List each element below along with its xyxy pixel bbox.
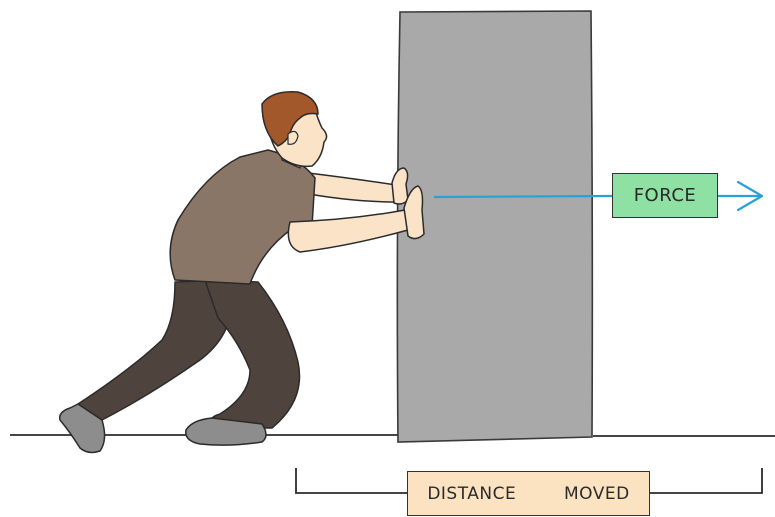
person-hair [261,91,319,147]
person-pushing [58,91,425,454]
person-front-hand [403,185,425,240]
person-front-leg [204,279,301,429]
person-shirt [169,149,316,285]
distance-moved-label: DISTANCE MOVED [407,471,650,516]
block [396,10,594,443]
force-label: FORCE [612,173,718,218]
force-arrow-line [433,194,613,199]
person-back-leg [77,279,233,421]
distance-bracket [295,468,763,494]
person-back-shoe [58,403,106,454]
person-back-hand [391,167,409,205]
person-ear [287,130,299,145]
ground-line [10,434,775,437]
force-arrow [433,180,764,212]
force-arrow-head [736,180,764,212]
person-front-shoe [185,417,267,446]
person-front-arm [287,209,409,253]
